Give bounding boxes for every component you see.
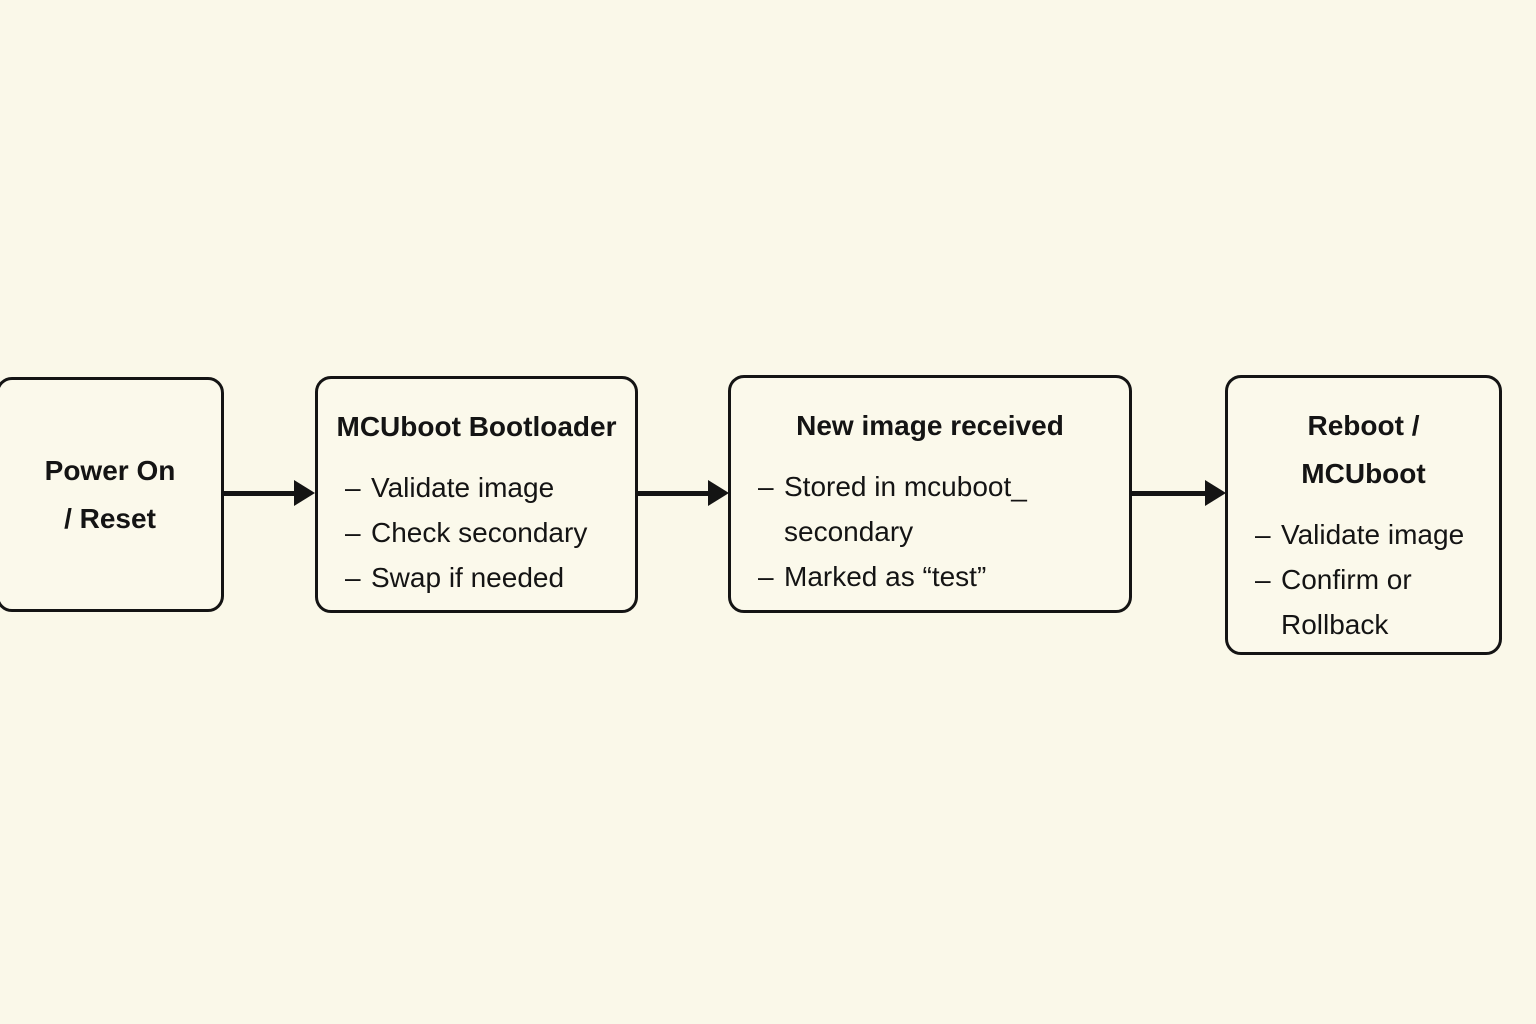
arrow-head-icon [294,480,315,506]
node-new-image-received: New image received – Stored in mcuboot_ … [728,375,1132,613]
list-item: – Validate image [1255,512,1493,557]
list-item: – Check secondary [345,510,629,555]
list-item: – Swap if needed [345,555,629,600]
arrow-line [1131,490,1205,496]
arrow-image-to-reboot [1131,480,1226,506]
node-reboot-mcuboot: Reboot / MCUboot – Validate image – Conf… [1225,375,1502,655]
list-item-label: Swap if needed [371,562,565,593]
dash-bullet-icon: – [345,472,361,503]
list-item-label: Confirm or Rollback [1281,564,1412,640]
dash-bullet-icon: – [345,562,361,593]
list-item: – Confirm or Rollback [1255,557,1493,647]
dash-bullet-icon: – [345,517,361,548]
arrow-line [637,490,708,496]
arrow-head-icon [1205,480,1226,506]
list-item: – Marked as “test” [758,554,1123,599]
node-title-line: New image received [796,410,1064,441]
dash-bullet-icon: – [758,471,774,502]
node-title-line: MCUboot [1301,458,1426,489]
node-power-on-reset: Power On / Reset [0,377,224,612]
list-item-label: Validate image [371,472,555,503]
node-mcuboot-bootloader: MCUboot Bootloader – Validate image – Ch… [315,376,638,613]
node-item-list: – Stored in mcuboot_ secondary – Marked … [731,464,1129,599]
dash-bullet-icon: – [1255,519,1271,550]
dash-bullet-icon: – [758,561,774,592]
list-item-label: Validate image [1281,519,1465,550]
node-title-line: Reboot / [1307,410,1420,441]
node-title-line: Power On [44,454,176,486]
arrow-bootloader-to-image [637,480,729,506]
node-item-list: – Validate image – Confirm or Rollback [1228,512,1499,647]
node-item-list: – Validate image – Check secondary – Swa… [318,465,635,600]
list-item-label: Stored in mcuboot_ secondary [784,471,1027,547]
list-item: – Stored in mcuboot_ secondary [758,464,1123,554]
list-item-label: Check secondary [371,517,588,548]
node-title-line: MCUboot Bootloader [336,411,617,442]
arrow-power-to-bootloader [222,480,315,506]
list-item: – Validate image [345,465,629,510]
dash-bullet-icon: – [1255,564,1271,595]
arrow-head-icon [708,480,729,506]
node-title-line: / Reset [64,502,156,534]
list-item-label: Marked as “test” [784,561,987,592]
arrow-line [222,490,294,496]
